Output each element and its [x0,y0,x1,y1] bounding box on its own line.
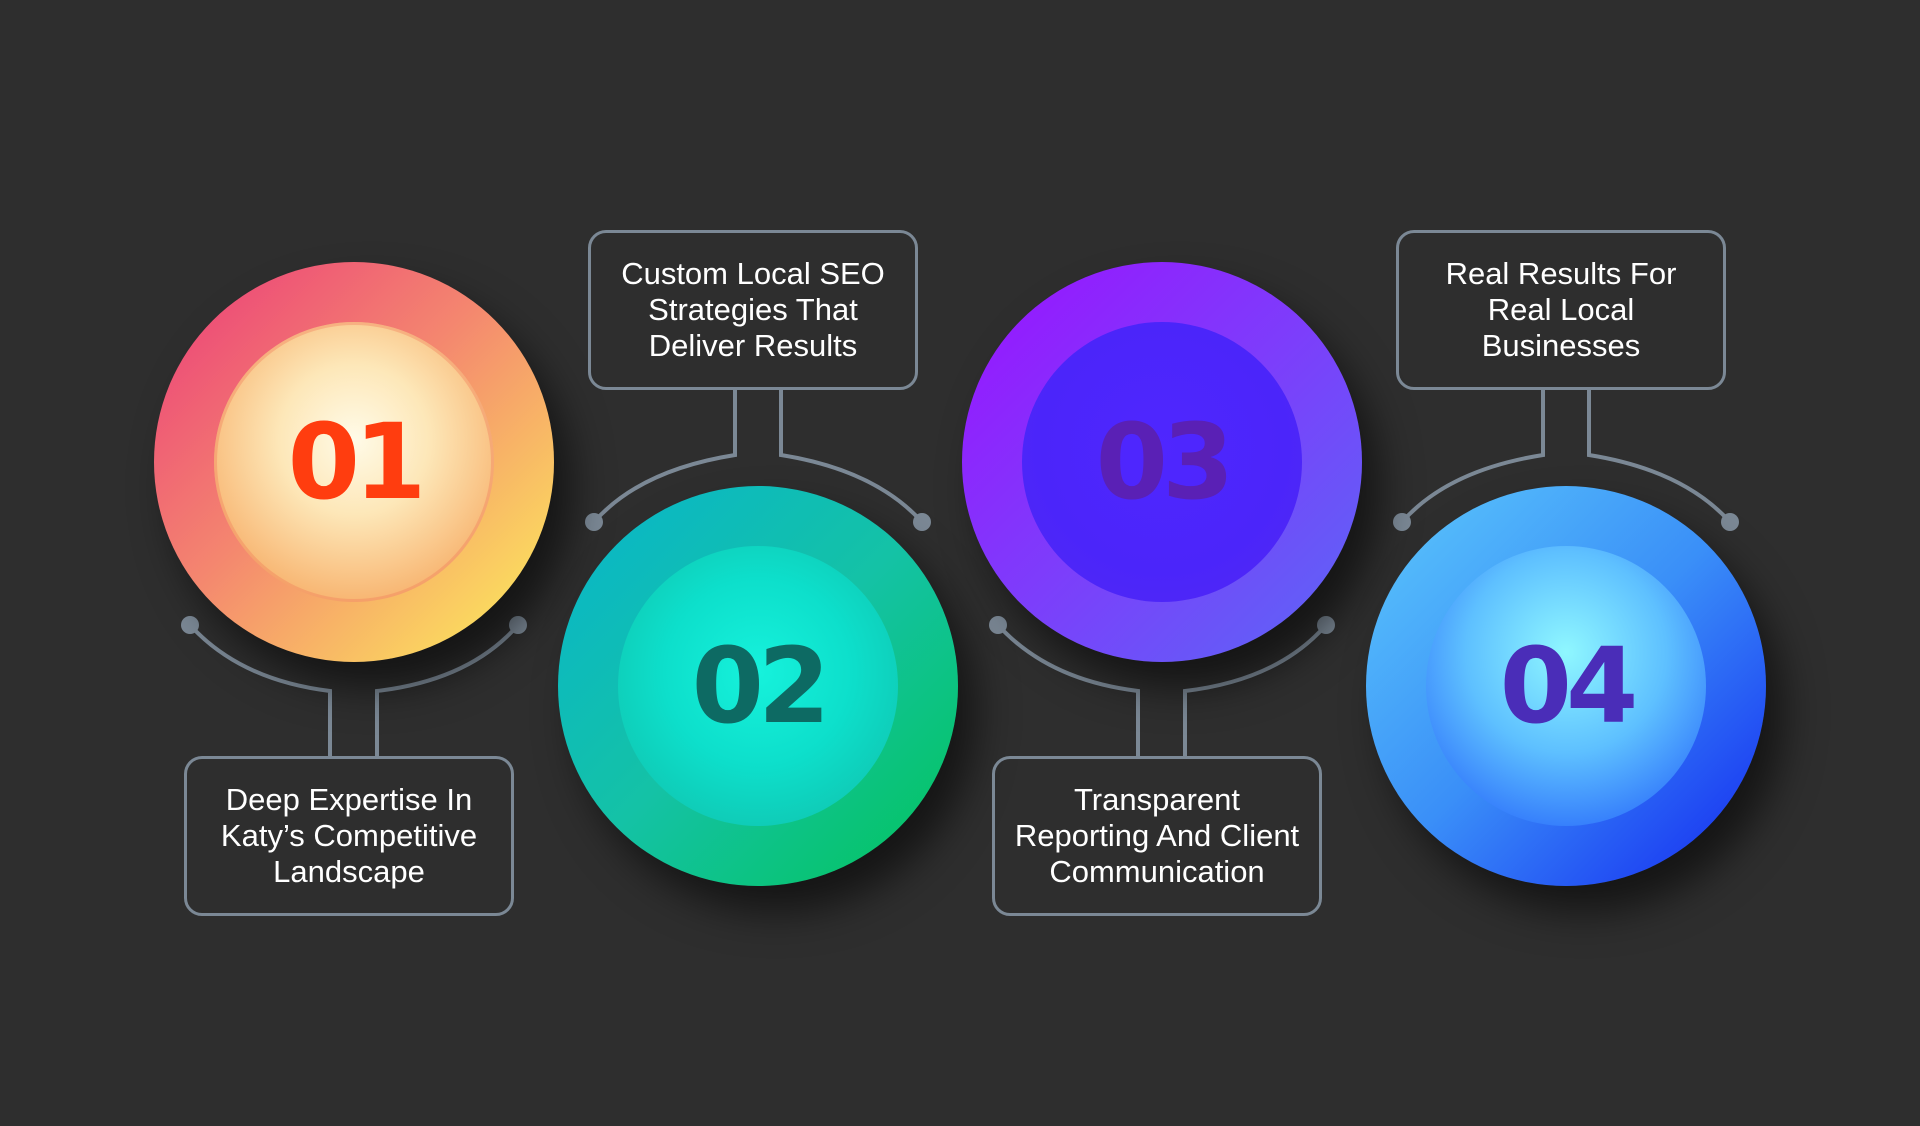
step-4-number: 04 [1499,625,1639,747]
connector-1 [188,623,520,756]
step-2-inner-circle: 02 [618,546,898,826]
step-3-number: 03 [1095,401,1235,523]
step-2-number: 02 [691,625,831,747]
step-1-label: Deep Expertise In Katy’s Competitive Lan… [184,756,514,916]
connector-2 [592,390,924,524]
connector-dot [1721,513,1739,531]
connector-3 [996,623,1328,756]
step-3-inner-circle: 03 [1022,322,1302,602]
connector-dot [1393,513,1411,531]
connector-dot [1317,616,1335,634]
connector-dot [585,513,603,531]
step-2-circle: 02 [558,486,958,886]
connector-dot [181,616,199,634]
step-4-label: Real Results For Real Local Businesses [1396,230,1726,390]
step-1-inner-circle: 01 [214,322,494,602]
step-1-circle: 01 [154,262,554,662]
step-1-number: 01 [287,401,427,523]
connector-dot [913,513,931,531]
step-4-circle: 04 [1366,486,1766,886]
step-3-circle: 03 [962,262,1362,662]
connector-dot [509,616,527,634]
step-4-inner-circle: 04 [1426,546,1706,826]
connector-dot [989,616,1007,634]
connector-4 [1400,390,1732,524]
step-3-label: Transparent Reporting And Client Communi… [992,756,1322,916]
step-2-label: Custom Local SEO Strategies That Deliver… [588,230,918,390]
